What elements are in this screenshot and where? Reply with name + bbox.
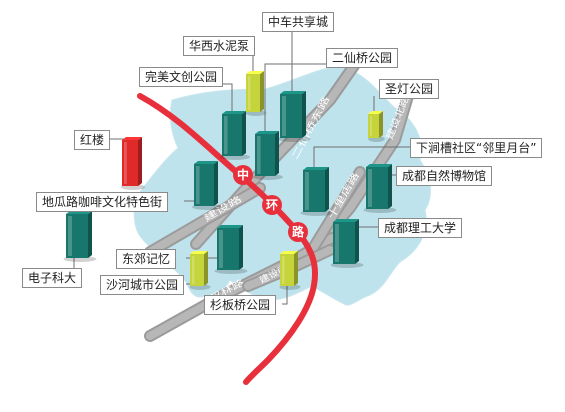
building-front-11 — [217, 228, 239, 270]
landmark-label-12[interactable]: 电子科大 — [22, 268, 83, 288]
ring-road-badge-3 — [288, 222, 308, 242]
building-highlight-9 — [196, 166, 200, 204]
landmark-building-8[interactable] — [363, 164, 397, 213]
building-top-10 — [333, 219, 359, 222]
building-highlight-14 — [282, 256, 285, 284]
building-top-2 — [246, 71, 264, 74]
building-highlight-1 — [282, 96, 286, 136]
landmark-building-12[interactable] — [63, 211, 97, 268]
landmark-label-10[interactable]: 成都理工大学 — [378, 218, 463, 238]
building-top-8 — [366, 164, 392, 167]
building-front-1 — [280, 94, 302, 138]
landmark-label-3[interactable]: 二仙桥公园 — [326, 48, 399, 68]
building-side-11 — [239, 225, 243, 270]
building-top-13 — [190, 251, 208, 254]
landmark-building-10[interactable] — [330, 219, 379, 268]
landmark-building-5[interactable] — [368, 96, 385, 142]
ring-road-char-1: 中 — [237, 167, 249, 182]
leader-line-3 — [264, 63, 326, 134]
building-side-9 — [214, 161, 218, 206]
building-top-4 — [222, 111, 246, 114]
building-front-7 — [303, 170, 325, 212]
road-surface-5 — [308, 168, 364, 254]
building-highlight-11 — [219, 230, 223, 268]
building-front-10 — [333, 222, 355, 264]
landmark-label-6[interactable]: 红楼 — [74, 130, 111, 150]
ring-road-char-3: 路 — [292, 224, 305, 239]
building-side-4 — [242, 111, 246, 156]
building-front-4 — [222, 114, 242, 156]
landmark-label-2[interactable]: 华西水泥泵 — [183, 36, 256, 56]
building-top-3 — [255, 131, 279, 134]
building-side-14 — [294, 251, 298, 286]
landmark-label-13[interactable]: 沙河城市公园 — [100, 275, 185, 295]
building-side-3 — [275, 131, 279, 176]
landmark-building-13[interactable] — [186, 251, 211, 290]
landmark-building-2[interactable] — [245, 54, 267, 116]
building-front-5 — [368, 114, 379, 138]
building-highlight-4 — [224, 116, 228, 154]
building-front-9 — [194, 164, 214, 206]
building-highlight-8 — [368, 169, 372, 207]
landmark-label-1[interactable]: 中车共享城 — [262, 12, 335, 32]
landmark-label-4[interactable]: 完美文创公园 — [139, 67, 224, 87]
building-highlight-3 — [257, 136, 261, 174]
building-highlight-12 — [68, 216, 72, 256]
building-highlight-2 — [248, 76, 251, 110]
building-front-2 — [246, 74, 260, 112]
landmark-building-4[interactable] — [218, 83, 250, 160]
building-side-5 — [379, 111, 383, 138]
landmark-building-6[interactable] — [108, 137, 145, 190]
building-side-10 — [355, 219, 359, 264]
building-top-14 — [280, 251, 298, 254]
building-front-6 — [122, 140, 138, 186]
building-side-12 — [88, 211, 92, 258]
building-highlight-5 — [370, 116, 372, 136]
building-front-12 — [66, 214, 88, 258]
building-front-8 — [366, 167, 388, 209]
building-front-3 — [255, 134, 275, 176]
building-top-9 — [194, 161, 218, 164]
landmark-building-3[interactable] — [253, 63, 326, 180]
landmark-label-5[interactable]: 圣灯公园 — [379, 79, 440, 99]
ring-road-badge-2 — [262, 195, 282, 215]
building-front-13 — [190, 254, 204, 286]
leader-line-7 — [313, 146, 410, 170]
building-side-7 — [325, 167, 329, 212]
building-top-11 — [217, 225, 243, 228]
landmark-label-7[interactable]: 下涧槽社区“邻里月台” — [410, 138, 543, 158]
building-top-6 — [122, 137, 142, 140]
landmark-building-7[interactable] — [300, 146, 411, 216]
building-highlight-7 — [305, 172, 309, 210]
landmark-label-14[interactable]: 杉板桥公园 — [204, 295, 277, 315]
building-top-5 — [368, 111, 383, 114]
landmark-building-14[interactable] — [279, 251, 301, 305]
building-highlight-10 — [335, 224, 339, 262]
building-side-6 — [138, 137, 142, 186]
ring-road — [137, 93, 318, 385]
leader-line-14 — [282, 286, 288, 305]
building-front-14 — [280, 254, 294, 286]
building-side-1 — [302, 91, 306, 138]
ring-road-badge-1 — [233, 165, 253, 185]
building-highlight-6 — [124, 142, 127, 184]
road-surface-3 — [146, 184, 264, 256]
building-highlight-13 — [192, 256, 195, 284]
building-side-8 — [388, 164, 392, 209]
building-top-7 — [303, 167, 329, 170]
building-top-1 — [280, 91, 306, 94]
building-side-2 — [260, 71, 264, 112]
landmark-label-8[interactable]: 成都自然博物馆 — [396, 166, 493, 186]
landmark-label-11[interactable]: 东郊记忆 — [116, 249, 177, 269]
landmark-label-9[interactable]: 地瓜路咖啡文化特色街 — [36, 192, 169, 212]
building-side-13 — [204, 251, 208, 286]
ring-road-char-2: 环 — [266, 198, 278, 212]
landmark-building-9[interactable] — [184, 161, 222, 210]
landmark-building-1[interactable] — [277, 30, 311, 142]
